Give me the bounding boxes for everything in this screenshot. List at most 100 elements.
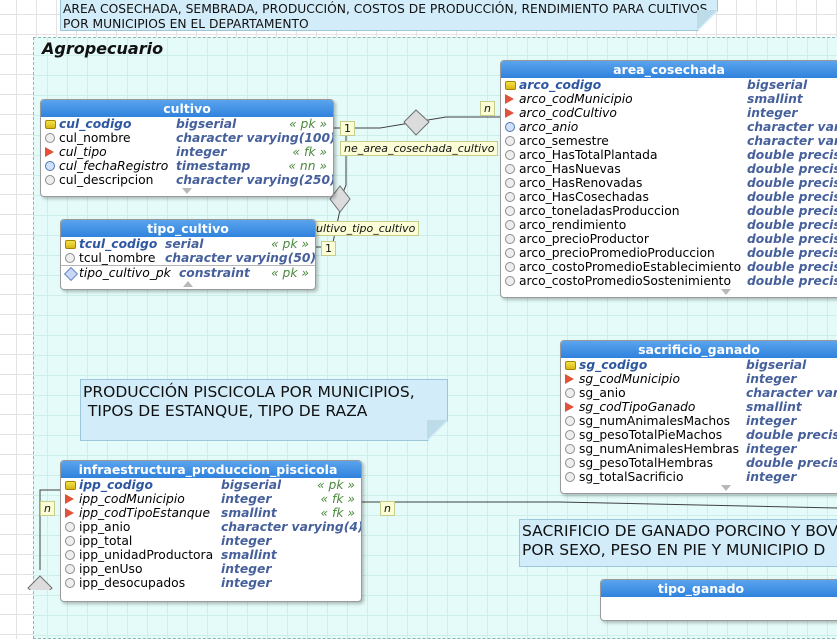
column-icon	[505, 150, 515, 160]
column-name: cul_tipo	[59, 145, 107, 159]
note-line: AREA COSECHADA, SEMBRADA, PRODUCCIÓN, CO…	[63, 2, 708, 16]
column-type: double precis	[747, 232, 837, 246]
note-sacrificio[interactable]: SACRIFICIO DE GANADO PORCINO Y BOVINO PO…	[519, 519, 837, 567]
column-name: arco_HasRenovadas	[519, 176, 643, 190]
entity-title[interactable]: cultivo	[41, 100, 333, 117]
note-area-cosechada[interactable]: AREA COSECHADA, SEMBRADA, PRODUCCIÓN, CO…	[60, 0, 718, 31]
column-icon	[505, 248, 515, 258]
column-name: tcul_codigo	[79, 237, 158, 251]
column-type: integer	[746, 414, 797, 428]
column-icon	[505, 164, 515, 174]
rel-label-cultivo-area[interactable]: ne_area_cosechada_cultivo	[340, 141, 499, 156]
column-constraint: « pk »	[317, 478, 355, 492]
column-name: ipp_codTipoEstanque	[79, 506, 211, 520]
column-name: arco_rendimiento	[519, 218, 627, 232]
column-type: character vary	[746, 386, 837, 400]
rel-line-piscicola	[360, 501, 837, 509]
column-type: character varying(4)	[221, 520, 362, 534]
key-icon	[45, 120, 56, 129]
column-icon	[505, 220, 515, 230]
column-name: arco_codCultivo	[519, 106, 617, 120]
entity-title[interactable]: infraestructura_produccion_piscicola	[61, 461, 361, 478]
column-type: timestamp	[176, 159, 251, 173]
collapse-toggle[interactable]	[41, 187, 333, 196]
column-name: ipp_unidadProductora	[79, 548, 214, 562]
collapse-toggle[interactable]	[61, 280, 315, 289]
collapse-toggle[interactable]	[561, 484, 837, 493]
column-row[interactable]: arco_costoPromedioEstablecimiento double …	[501, 260, 837, 274]
area-title: Agropecuario	[42, 39, 164, 58]
column-icon	[45, 133, 55, 143]
entity-title[interactable]: sacrificio_ganado	[561, 341, 837, 358]
entity-title[interactable]: area_cosechada	[501, 61, 837, 78]
column-name: arco_costoPromedioEstablecimiento	[519, 260, 742, 274]
column-icon	[565, 416, 575, 426]
collapse-toggle[interactable]	[501, 288, 837, 297]
column-type: integer	[746, 372, 797, 386]
column-icon	[505, 262, 515, 272]
entity-title[interactable]: tipo_cultivo	[61, 220, 315, 237]
column-row[interactable]: sg_numAnimalesMachos integer	[561, 414, 837, 428]
entity-tipo-ganado[interactable]: tipo_ganado	[600, 579, 837, 621]
note-line: TIPOS DE ESTANQUE, TIPO DE RAZA	[83, 401, 368, 420]
rel-label-tipo-cultivo[interactable]: ultivo_tipo_cultivo	[312, 221, 420, 236]
column-name: cul_nombre	[59, 131, 131, 145]
column-name: arco_codMunicipio	[519, 92, 633, 106]
column-name: arco_semestre	[519, 134, 609, 148]
entity-title[interactable]: tipo_ganado	[601, 580, 837, 597]
column-type: bigserial	[747, 78, 808, 92]
column-name: arco_precioPromedioProduccion	[519, 246, 715, 260]
note-piscicola[interactable]: PRODUCCIÓN PISCICOLA POR MUNICIPIOS, TIP…	[80, 379, 448, 441]
column-type: integer	[221, 492, 272, 506]
column-name: sg_numAnimalesMachos	[579, 414, 731, 428]
entity-infraestructura-produccion-piscicola[interactable]: infraestructura_produccion_piscicola ipp…	[60, 460, 362, 602]
column-type: double precis	[747, 260, 837, 274]
column-type: bigserial	[221, 478, 282, 492]
